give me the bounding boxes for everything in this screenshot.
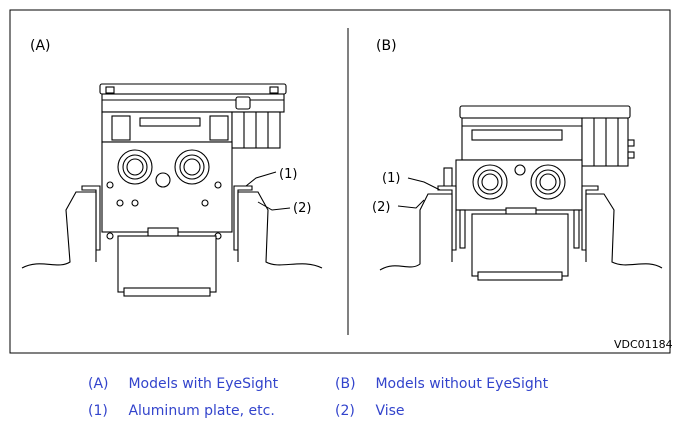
callout-a-1: (1) bbox=[279, 167, 297, 182]
legend-item-1: (1) Aluminum plate, etc. bbox=[88, 403, 275, 419]
legend-text: Models without EyeSight bbox=[375, 376, 549, 392]
abs-unit-b bbox=[443, 105, 635, 281]
legend-item-2: (2) Vise bbox=[335, 403, 405, 419]
legend-key: (2) bbox=[335, 403, 355, 419]
callout-b-2: (2) bbox=[372, 200, 390, 215]
callout-a-2: (2) bbox=[293, 201, 311, 216]
legend-text: Aluminum plate, etc. bbox=[128, 403, 275, 419]
legend: (A) Models with EyeSight (B) Models with… bbox=[0, 370, 681, 426]
panel-a-label: (A) bbox=[30, 38, 51, 54]
diagram-figure: (A) bbox=[9, 9, 673, 354]
leader-line-b-1 bbox=[407, 177, 441, 191]
panel-a: (A) bbox=[21, 38, 323, 297]
vise-left-b bbox=[379, 193, 453, 271]
leader-line-a-2 bbox=[257, 201, 291, 211]
callout-b-1: (1) bbox=[382, 171, 400, 186]
vise-left-a bbox=[21, 191, 97, 269]
figure-code: VDC01184 bbox=[614, 338, 673, 351]
legend-text: Vise bbox=[375, 403, 405, 419]
legend-key: (1) bbox=[88, 403, 108, 419]
panel-b-label: (B) bbox=[376, 38, 397, 54]
legend-item-a: (A) Models with EyeSight bbox=[88, 376, 278, 392]
legend-item-b: (B) Models without EyeSight bbox=[335, 376, 548, 392]
abs-unit-a bbox=[99, 83, 287, 297]
vise-right-a bbox=[237, 191, 323, 269]
legend-key: (B) bbox=[335, 376, 356, 392]
legend-key: (A) bbox=[88, 376, 109, 392]
vise-right-b bbox=[585, 193, 663, 269]
panel-b: (B) bbox=[376, 38, 663, 281]
leader-line-b-2 bbox=[397, 199, 425, 209]
leader-line-a-1 bbox=[245, 171, 277, 187]
legend-text: Models with EyeSight bbox=[128, 376, 279, 392]
